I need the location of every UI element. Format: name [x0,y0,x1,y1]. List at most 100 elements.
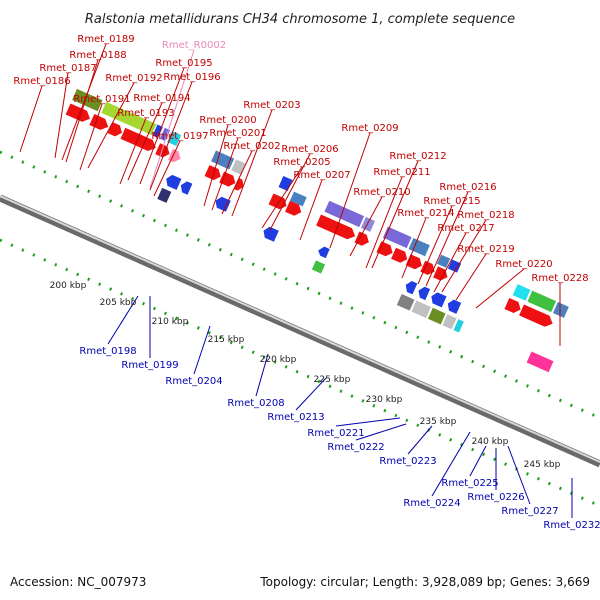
gene-block[interactable] [311,260,326,274]
gene-label[interactable]: Rmet_0196 [163,72,220,83]
gene-block[interactable] [211,150,235,170]
gene-label[interactable]: Rmet_0189 [77,34,134,45]
gene-label[interactable]: Rmet_0209 [341,123,398,134]
gene-arrow[interactable] [178,180,193,195]
gene-block[interactable] [396,294,415,311]
gene-label[interactable]: Rmet_0205 [273,157,330,168]
gene-label[interactable]: Rmet_0200 [199,115,256,126]
gene-block[interactable] [157,187,172,203]
gene-block[interactable] [411,300,431,318]
gene-arrow[interactable] [233,178,246,192]
gene-label[interactable]: Rmet_0188 [69,50,126,61]
leader-line [441,219,487,293]
gene-label[interactable]: Rmet_0223 [379,456,436,467]
gene-label[interactable]: Rmet_0228 [531,273,588,284]
gene-label[interactable]: Rmet_0218 [457,210,514,221]
gene-arrow[interactable] [354,231,372,248]
gene-label[interactable]: Rmet_0187 [39,63,96,74]
gene-arrow[interactable] [403,279,418,295]
gene-label[interactable]: Rmet_0214 [397,208,454,219]
gene-arrow[interactable] [89,114,110,132]
gene-label[interactable]: Rmet_0226 [467,492,524,503]
gene-label[interactable]: Rmet_0224 [403,498,460,509]
gene-block[interactable] [152,124,163,138]
gene-label[interactable]: Rmet_0210 [353,187,410,198]
gene-arrow[interactable] [120,127,158,154]
gene-label[interactable]: Rmet_0211 [373,167,430,178]
gene-label[interactable]: Rmet_0217 [437,223,494,234]
gene-label[interactable]: Rmet_0222 [327,442,384,453]
leader-line [261,166,303,229]
gene-block[interactable] [289,191,307,207]
gene-arrow[interactable] [285,200,304,218]
gene-label[interactable]: Rmet_0195 [155,58,212,69]
gene-block[interactable] [324,200,365,228]
leader-line [107,295,139,345]
gene-label[interactable]: Rmet_0191 [73,94,130,105]
gene-arrow[interactable] [204,165,224,182]
gene-block[interactable] [553,301,569,318]
gene-label[interactable]: Rmet_0186 [13,76,70,87]
leader-line [153,140,181,197]
gene-label[interactable]: Rmet_0220 [495,259,552,270]
gene-arrow[interactable] [164,173,182,190]
gene-label[interactable]: Rmet_0203 [243,100,300,111]
gene-arrow[interactable] [504,297,523,315]
kbp-label: 215 kbp [208,335,245,345]
gene-label[interactable]: Rmet_0193 [117,108,174,119]
gene-label[interactable]: Rmet_0225 [441,478,498,489]
gene-block[interactable] [278,175,293,191]
gene-block[interactable] [167,131,182,147]
gene-arrow[interactable] [519,304,555,329]
gene-block[interactable] [382,226,412,249]
gene-arrow[interactable] [376,241,395,258]
gene-label[interactable]: Rmet_0221 [307,428,364,439]
gene-label[interactable]: Rmet_0199 [121,360,178,371]
gene-label[interactable]: Rmet_0216 [439,182,496,193]
gene-block[interactable] [527,290,557,313]
gene-arrow[interactable] [316,214,357,242]
leader-line [507,445,531,505]
gene-label[interactable]: Rmet_0197 [151,131,208,142]
gene-label[interactable]: Rmet_0206 [281,144,338,155]
gene-label[interactable]: Rmet_0213 [267,412,324,423]
gene-block[interactable] [427,307,446,325]
gene-block[interactable] [408,237,430,257]
gene-arrow[interactable] [416,285,431,301]
gene-block[interactable] [361,216,376,232]
gene-arrow[interactable] [317,245,330,259]
gene-block[interactable] [512,284,531,301]
gene-label[interactable]: Rmet_0227 [501,506,558,517]
gene-block[interactable] [526,351,554,373]
gene-arrow[interactable] [65,103,93,125]
gene-label[interactable]: Rmet_0204 [165,376,222,387]
gene-label[interactable]: Rmet_0232 [543,520,600,531]
gene-arrow[interactable] [429,291,447,308]
gene-block[interactable] [436,254,451,268]
leader-line [221,150,253,215]
gene-arrow[interactable] [433,266,450,282]
gene-block[interactable] [453,319,464,333]
gene-label[interactable]: Rmet_0194 [133,93,190,104]
gene-label[interactable]: Rmet_0215 [423,196,480,207]
gene-arrow[interactable] [213,195,231,212]
gene-arrow[interactable] [219,171,238,189]
gene-label[interactable]: Rmet_0192 [105,73,162,84]
gene-label[interactable]: Rmet_0219 [457,244,514,255]
gene-arrow[interactable] [261,225,279,242]
gene-label[interactable]: Rmet_0207 [293,170,350,181]
gene-label[interactable]: Rmet_0201 [209,128,266,139]
gene-arrow[interactable] [391,247,410,265]
gene-block[interactable] [442,314,457,330]
gene-arrow[interactable] [445,298,462,314]
gene-label[interactable]: Rmet_R0002 [162,40,226,51]
gene-block[interactable] [447,259,462,273]
leader-line [469,445,487,477]
gene-label[interactable]: Rmet_0208 [227,398,284,409]
gene-block[interactable] [72,88,103,112]
gene-block[interactable] [231,159,246,175]
gene-label[interactable]: Rmet_0202 [223,141,280,152]
gene-label[interactable]: Rmet_0212 [389,151,446,162]
gene-label[interactable]: Rmet_0198 [79,346,136,357]
leader-line [433,232,467,293]
